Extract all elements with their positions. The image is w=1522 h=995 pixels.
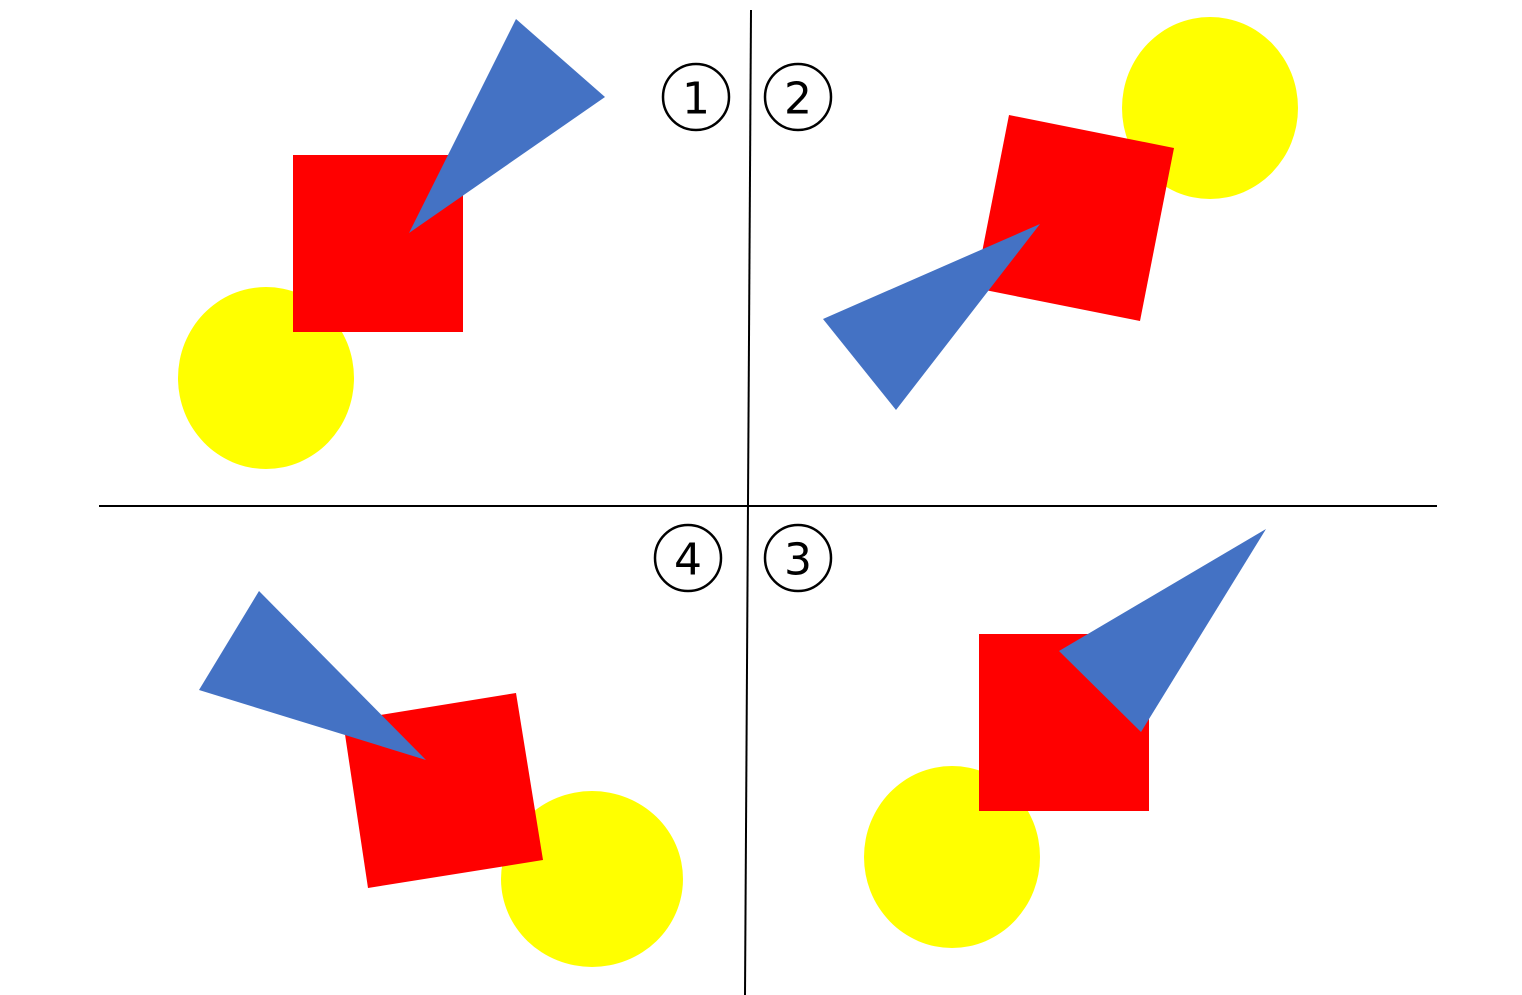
q1-yellow-circle	[178, 287, 354, 469]
q2-blue-triangle	[823, 224, 1040, 410]
q2-label: 2	[763, 62, 833, 132]
quadrant-3: 3	[763, 523, 1266, 948]
q4-yellow-circle	[501, 791, 683, 967]
q1-label-text: 1	[682, 74, 710, 125]
quadrant-1: 1	[178, 19, 731, 469]
q3-label-circle	[763, 523, 833, 593]
quadrant-4: 4	[199, 523, 723, 967]
q3-label-text: 3	[784, 535, 812, 586]
q1-label-circle	[661, 62, 731, 132]
vertical-divider	[744, 9, 752, 995]
q1-label: 1	[661, 62, 731, 132]
quadrant-2: 2	[763, 17, 1298, 410]
q4-label-circle	[653, 523, 723, 593]
q4-blue-triangle	[199, 591, 426, 760]
q3-blue-triangle	[1059, 529, 1266, 732]
q2-label-circle	[763, 62, 833, 132]
q2-red-square	[975, 115, 1174, 321]
q4-label: 4	[653, 523, 723, 593]
q1-blue-triangle	[409, 19, 605, 233]
q3-yellow-circle	[864, 766, 1040, 948]
q3-label: 3	[763, 523, 833, 593]
q2-label-text: 2	[784, 74, 812, 125]
q4-label-text: 4	[674, 535, 702, 586]
